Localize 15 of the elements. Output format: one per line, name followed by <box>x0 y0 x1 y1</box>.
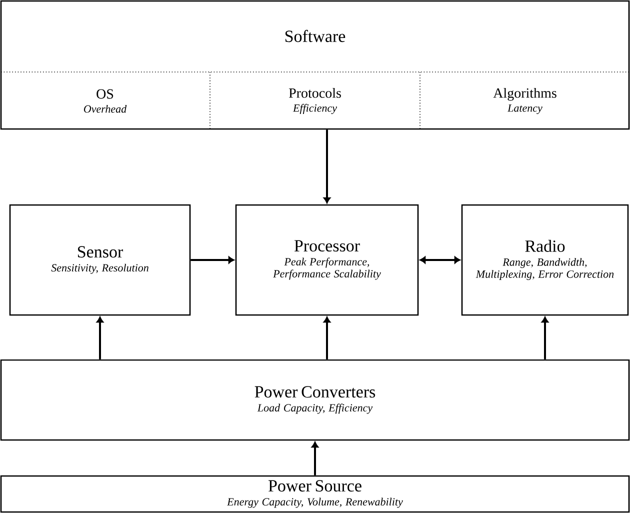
power-box: Power Converters Load Capacity, Efficiency <box>0 359 630 441</box>
component-box: Sensor Sensitivity, Resolution <box>9 204 191 316</box>
component-box: Radio Range, Bandwidth, Multiplexing, Error Correction <box>461 204 629 316</box>
arrow <box>190 256 234 264</box>
arrow <box>324 316 330 360</box>
component-box: Processor Peak Performance, Performance Scalability <box>235 204 419 316</box>
power-box: Power Source Energy Capacity, Volume, Renewability <box>0 475 630 513</box>
arrow <box>542 316 548 360</box>
arrow <box>96 316 104 360</box>
arrow <box>420 256 460 264</box>
arrow <box>324 130 330 204</box>
arrow <box>312 442 318 476</box>
software-section: Algorithms Latency <box>493 88 556 114</box>
software-section: OS Overhead <box>84 89 127 113</box>
software-section: Protocols Efficiency <box>288 88 341 114</box>
